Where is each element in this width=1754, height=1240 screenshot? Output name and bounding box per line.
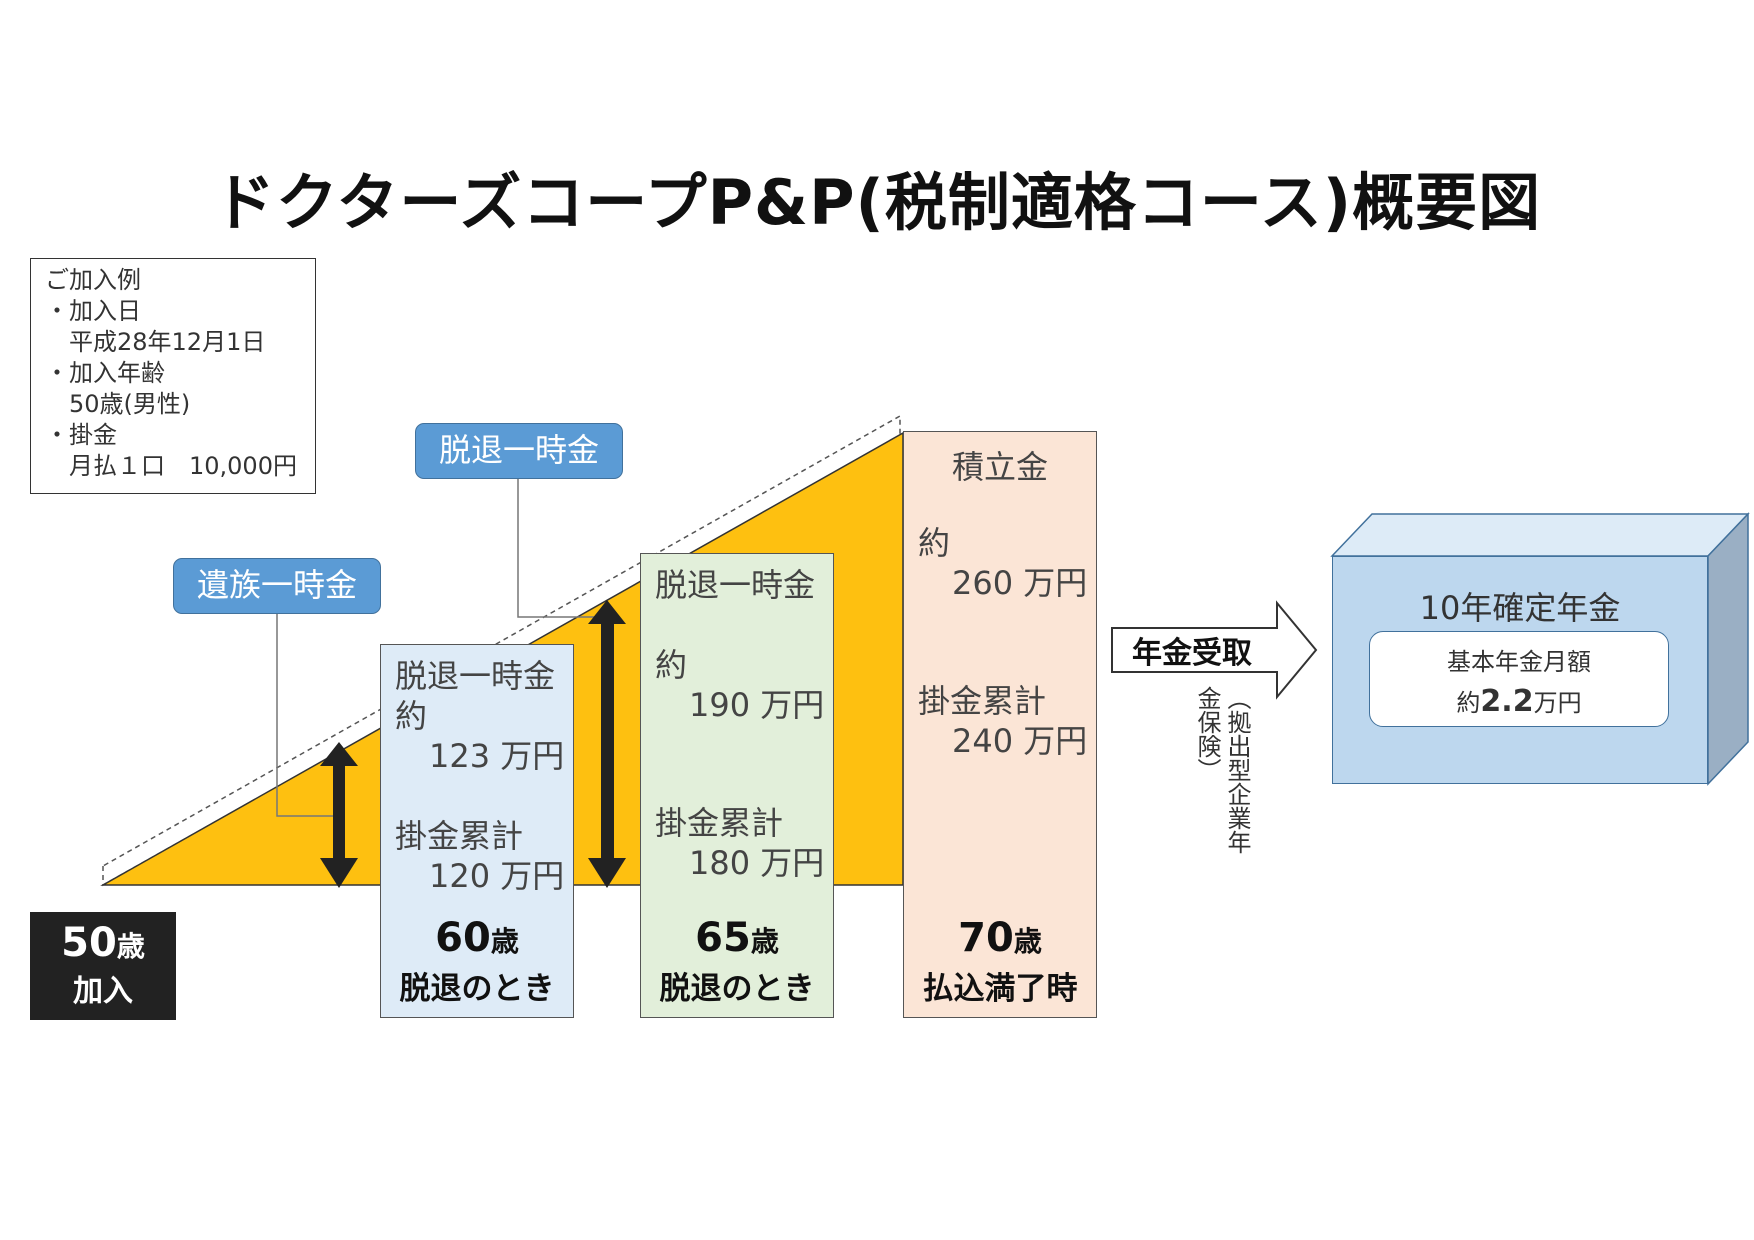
example-box: ご加入例 ・加入日 平成28年12月1日 ・加入年齢 50歳(男性) ・掛金 月… — [30, 258, 316, 494]
column-age-70: 積立金 約 260 万円 掛金累計 240 万円 70歳 払込満了時 — [903, 431, 1097, 1018]
col65-lump-value: 190 万円 — [689, 686, 825, 724]
withdrawal-leader-line — [517, 478, 608, 618]
example-item-premium-value: 月払１口 10,000円 — [69, 452, 297, 480]
col60-total-label: 掛金累計 — [395, 817, 524, 855]
example-item-date-value: 平成28年12月1日 — [69, 328, 266, 356]
col65-total-value: 180 万円 — [689, 844, 825, 882]
pension-arrow-label: 年金受取 — [1132, 636, 1252, 671]
bereaved-lump-sum-callout: 遺族一時金 — [173, 558, 381, 614]
column-age-65: 脱退一時金 約 190 万円 掛金累計 180 万円 65歳 脱退のとき — [640, 553, 834, 1018]
col70-age-label: 70歳 払込満了時 — [922, 915, 1078, 1007]
example-item-date-label: ・加入日 — [45, 297, 141, 325]
col70-approx: 約 — [918, 524, 951, 562]
pension-amount: 約2.2万円 — [1456, 684, 1582, 719]
pension-title: 10年確定年金 — [1419, 589, 1621, 627]
column-age-60: 脱退一時金 約 123 万円 掛金累計 120 万円 60歳 脱退のとき — [380, 644, 574, 1018]
pension-monthly-label: 基本年金月額 — [1447, 648, 1591, 676]
col70-total-value: 240 万円 — [952, 722, 1088, 760]
pension-box-top — [1330, 513, 1750, 557]
pension-arrow — [1111, 600, 1318, 700]
example-item-premium-label: ・掛金 — [45, 421, 117, 449]
start-age-label: 50歳 加入 — [30, 912, 176, 1020]
withdrawal-lump-sum-callout: 脱退一時金 — [415, 423, 623, 479]
pension-box-side — [1707, 512, 1749, 786]
insurance-type-note: （拠出型企業年金保険） — [1193, 686, 1251, 854]
col65-lump-label: 脱退一時金 — [655, 566, 816, 604]
col65-total-label: 掛金累計 — [655, 804, 784, 842]
col65-approx: 約 — [655, 646, 688, 684]
double-arrow-62 — [588, 600, 626, 888]
col70-fund-label: 積立金 — [951, 448, 1048, 486]
double-arrow-55 — [320, 742, 358, 888]
col60-age-label: 60歳 脱退のとき — [399, 915, 555, 1007]
dashed-guide — [102, 414, 901, 887]
example-item-age-value: 50歳(男性) — [69, 390, 191, 418]
bereaved-leader-line — [276, 612, 336, 817]
col70-fund-value: 260 万円 — [952, 564, 1088, 602]
col60-lump-label: 脱退一時金 — [395, 657, 556, 695]
example-item-age-label: ・加入年齢 — [45, 359, 165, 387]
pension-amount-box: 基本年金月額 約2.2万円 — [1369, 631, 1669, 727]
pension-box: 10年確定年金 基本年金月額 約2.2万円 — [1332, 556, 1708, 784]
col60-lump-value: 123 万円 — [429, 737, 565, 775]
col60-approx: 約 — [395, 697, 428, 735]
col65-age-label: 65歳 脱退のとき — [659, 915, 815, 1007]
example-heading: ご加入例 — [45, 266, 141, 294]
col70-total-label: 掛金累計 — [918, 682, 1047, 720]
col60-total-value: 120 万円 — [429, 857, 565, 895]
page-title: ドクターズコープP&P(税制適格コース)概要図 — [212, 166, 1542, 239]
